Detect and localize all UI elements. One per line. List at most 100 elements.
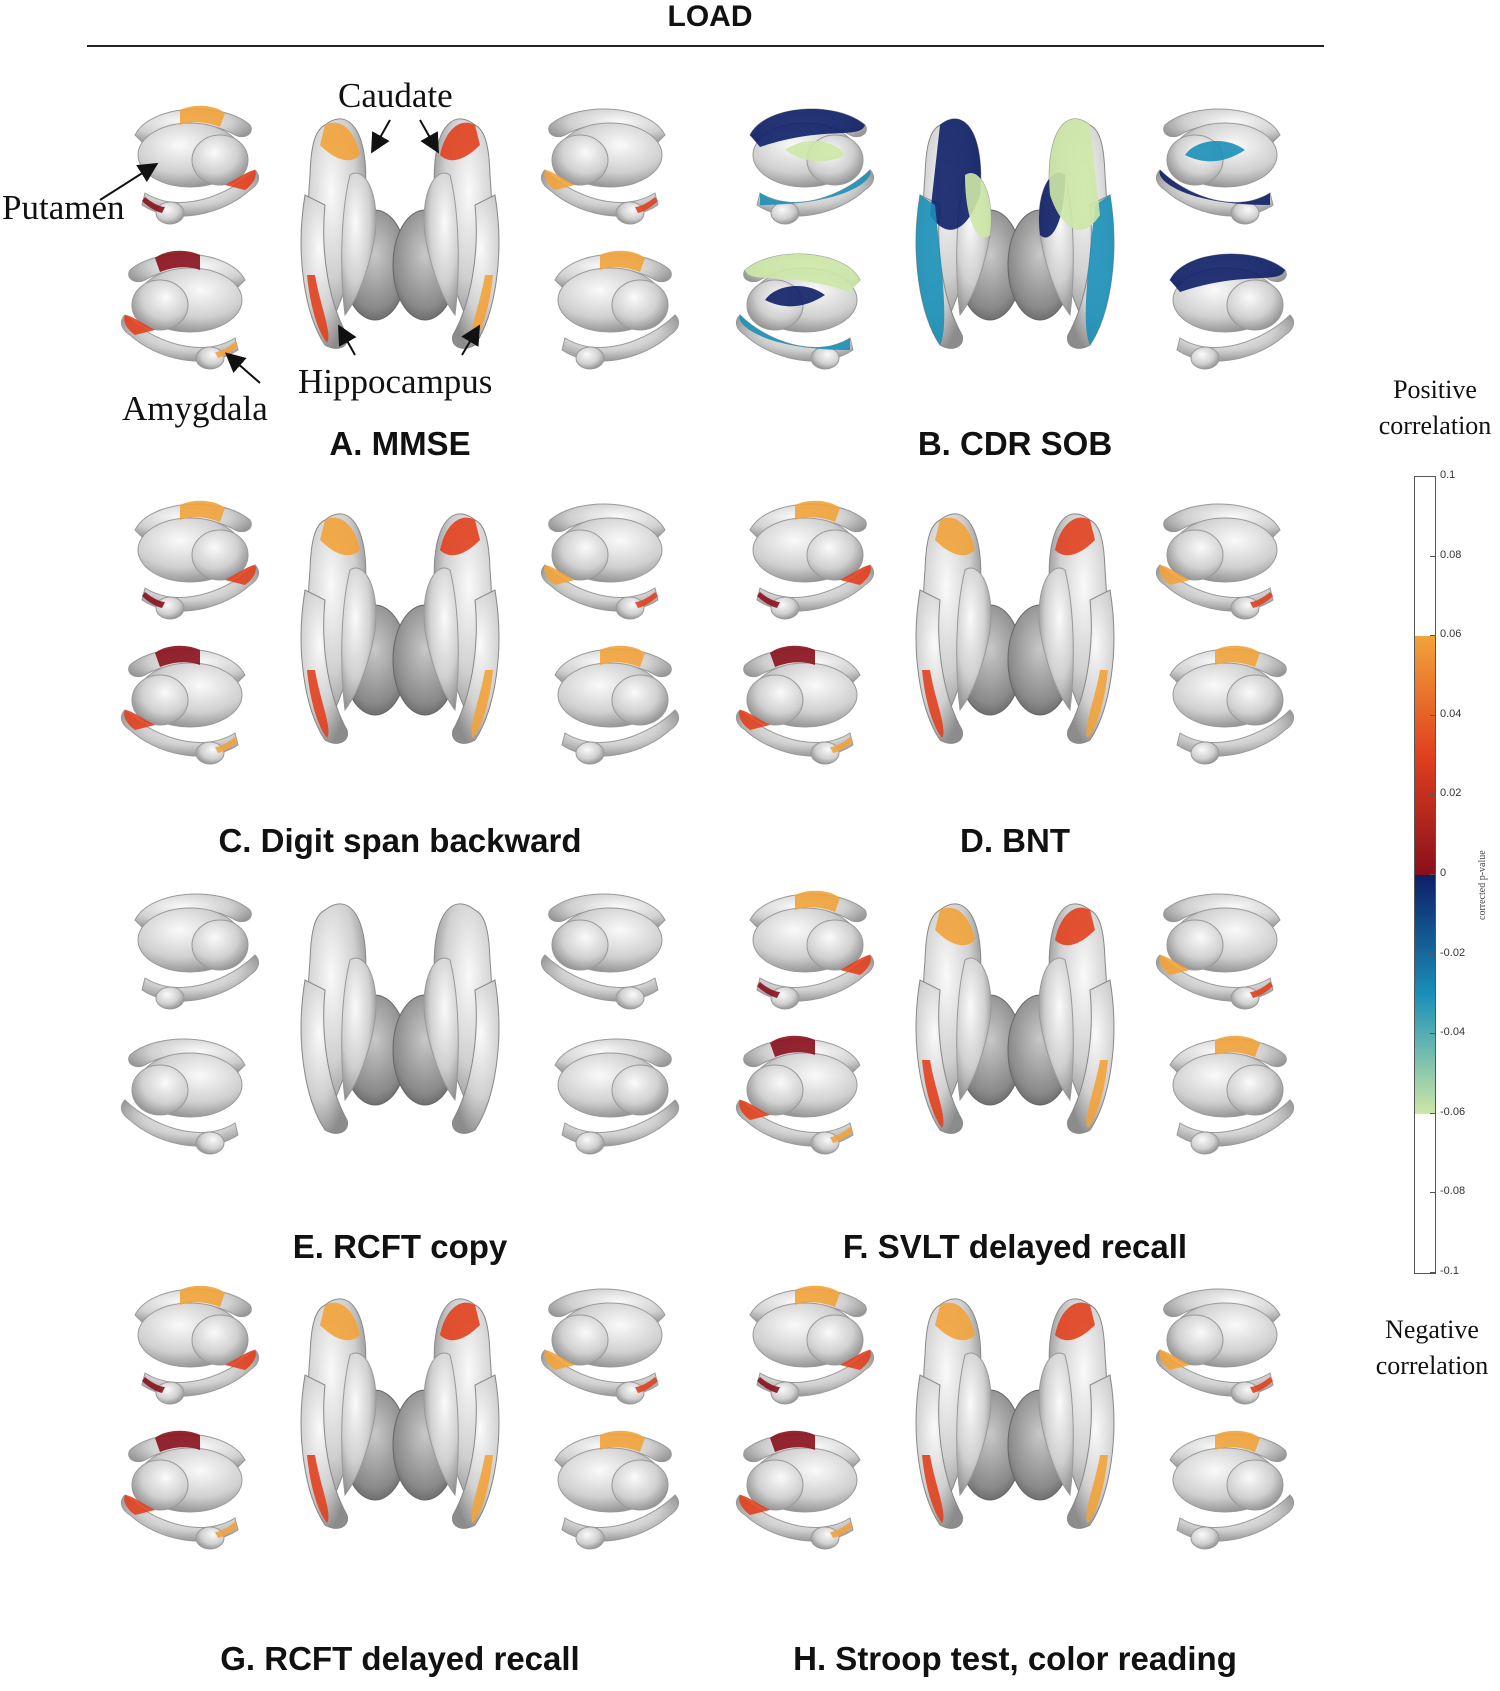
hippocampus-shape	[1066, 589, 1115, 744]
lateral-view	[554, 1430, 680, 1550]
activation-patch	[757, 1377, 780, 1393]
panel-d	[705, 480, 1325, 780]
activation-patch	[635, 197, 658, 213]
thalamus-shape	[1226, 1064, 1284, 1116]
activation-patch	[795, 890, 840, 912]
lateral-view	[540, 108, 666, 225]
colorbar-tick	[1430, 794, 1436, 796]
activation-patch	[830, 737, 853, 753]
colorbar-tick-label: 0.08	[1440, 548, 1462, 561]
activation-patch	[1215, 1430, 1260, 1452]
lateral-view	[134, 105, 260, 225]
thalamus-shape	[746, 674, 804, 726]
activation-patch	[1250, 592, 1273, 608]
thalamus-shape	[1166, 919, 1224, 971]
colorbar-tick	[1430, 714, 1436, 716]
colorbar-tick-label: -0.1	[1440, 1265, 1459, 1277]
activation-patch	[544, 565, 575, 585]
colorbar-tick	[1430, 555, 1436, 557]
superior-view	[392, 903, 500, 1134]
lateral-view	[1155, 503, 1281, 620]
lateral-view	[540, 1288, 666, 1405]
panel-h	[705, 1265, 1325, 1565]
lateral-view	[749, 500, 875, 620]
amygdala-shape	[575, 1526, 605, 1550]
amygdala-shape	[1230, 986, 1260, 1010]
amygdala-shape	[810, 741, 840, 765]
amygdala-shape	[195, 741, 225, 765]
lateral-view	[735, 645, 861, 765]
activation-patch	[1055, 907, 1095, 946]
colorbar-tick-label: 0.1	[1440, 469, 1456, 481]
amygdala-shape	[615, 986, 645, 1010]
superior-view	[915, 118, 1023, 349]
brain-render	[735, 890, 1295, 1155]
activation-patch	[795, 500, 840, 522]
amygdala-shape	[195, 346, 225, 370]
lateral-view	[120, 250, 246, 370]
activation-patch	[750, 108, 865, 147]
amygdala-shape	[810, 346, 840, 370]
activation-patch	[922, 1455, 944, 1523]
colorbar-tick-label: 0.06	[1440, 628, 1462, 641]
superior-view	[300, 513, 408, 744]
putamen-shape	[341, 567, 377, 712]
amygdala-shape	[770, 596, 800, 620]
activation-patch	[922, 670, 944, 738]
panel-e	[90, 870, 710, 1170]
putamen-shape	[956, 957, 992, 1102]
colorbar-tick	[1430, 476, 1436, 477]
activation-patch	[155, 1430, 200, 1452]
activation-patch	[600, 1430, 645, 1452]
activation-patch	[155, 250, 200, 272]
putamen-shape	[423, 957, 459, 1102]
brain-render	[120, 893, 680, 1155]
amygdala-shape	[770, 201, 800, 225]
hippocampus-shape	[451, 1374, 500, 1529]
panel-a-caption: A. MMSE	[329, 425, 471, 462]
lateral-view	[134, 893, 260, 1010]
activation-patch	[155, 645, 200, 667]
lateral-view	[1155, 1288, 1281, 1405]
activation-patch	[840, 955, 871, 975]
lateral-view	[540, 503, 666, 620]
panel-b-caption: B. CDR SOB	[917, 425, 1113, 462]
activation-patch	[745, 253, 860, 292]
superior-view	[1007, 1298, 1115, 1529]
activation-patch	[840, 565, 871, 585]
activation-patch	[1159, 1350, 1190, 1370]
activation-patch	[1215, 645, 1260, 667]
activation-patch	[307, 1455, 329, 1523]
activation-patch	[757, 592, 780, 608]
putamen-shape	[423, 1352, 459, 1497]
superior-view	[915, 1298, 1023, 1529]
putamen-shape	[341, 172, 377, 317]
activation-patch	[739, 710, 770, 730]
thalamus-shape	[611, 1459, 669, 1511]
hippocampus-shape	[300, 1374, 349, 1529]
activation-patch	[965, 173, 991, 238]
figure-title: LOAD	[667, 0, 753, 33]
activation-patch	[600, 645, 645, 667]
superior-view	[1007, 118, 1115, 349]
thalamus-shape	[131, 279, 189, 331]
colorbar-tick	[1430, 1112, 1436, 1114]
thalamus-shape	[191, 134, 249, 186]
superior-view	[1007, 903, 1115, 1134]
colorbar-tick-label: -0.04	[1440, 1026, 1466, 1039]
activation-patch	[600, 250, 645, 272]
colorbar-tick	[1430, 953, 1436, 955]
amygdala-shape	[770, 1381, 800, 1405]
activation-patch	[440, 517, 480, 556]
colorbar-tick	[1430, 1033, 1436, 1035]
thalamus-shape	[746, 1459, 804, 1511]
putamen-shape	[341, 957, 377, 1102]
hippocampus-shape	[1066, 979, 1115, 1134]
activation-patch	[471, 670, 493, 738]
superior-view	[392, 1298, 500, 1529]
amygdala-shape	[1230, 1381, 1260, 1405]
activation-patch	[830, 1127, 853, 1143]
colorbar-tick	[1430, 1192, 1436, 1194]
activation-patch	[180, 105, 225, 127]
activation-patch	[830, 1522, 853, 1538]
